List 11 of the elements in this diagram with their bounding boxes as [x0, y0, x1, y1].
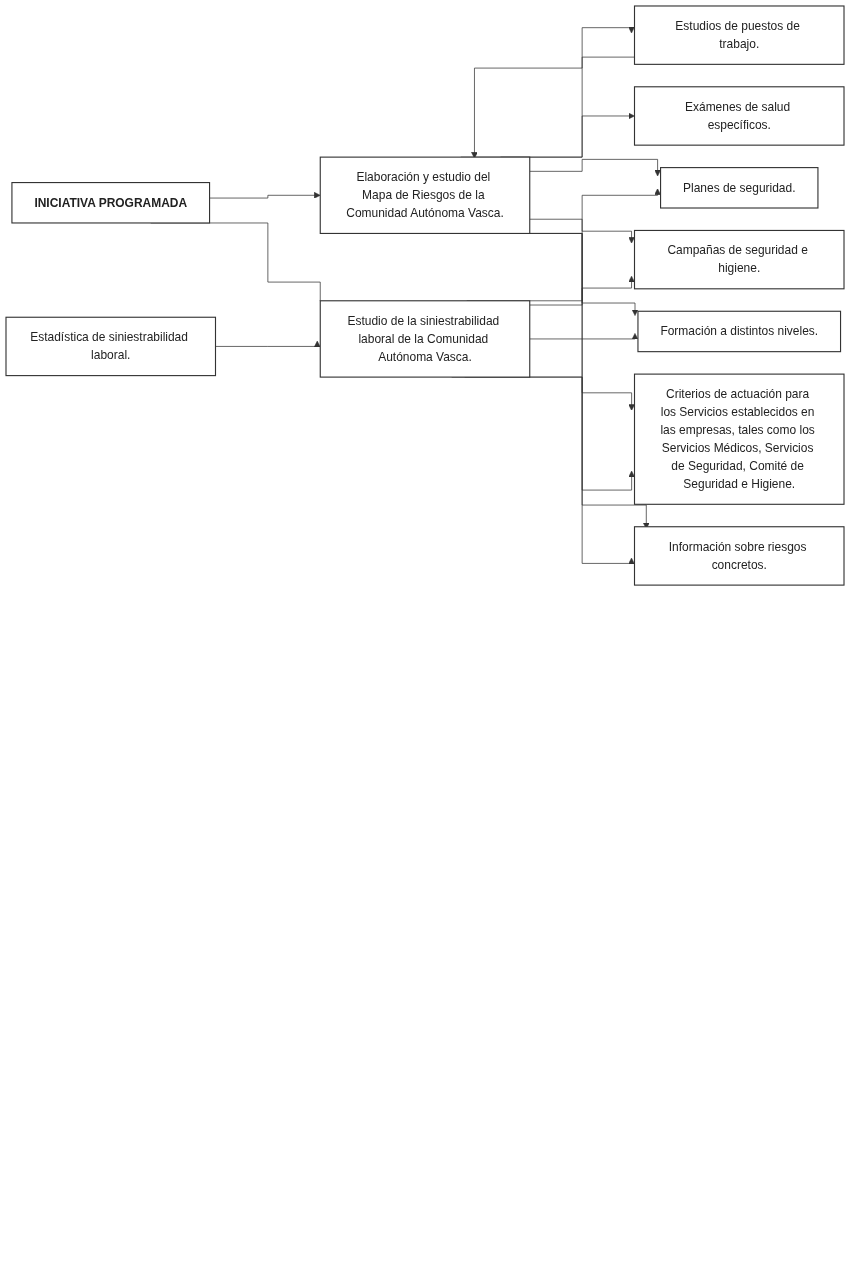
node-box: Estudios de puestos de trabajo. — [633, 5, 845, 65]
node-box: Estadística de siniestrabilidad laboral. — [5, 316, 217, 377]
node-box: Exámenes de salud específicos. — [633, 86, 845, 146]
node-box: Formación a distintos niveles. — [637, 310, 842, 353]
node-box: Planes de seguridad. — [660, 167, 819, 209]
node-box: Criterios de actuación para los Servicios establecidos en las empresas, tales como los Servicios Médicos, Servicios de Seguridad, Comité de Seguridad e Higiene. — [633, 373, 845, 505]
node-box: Información sobre riesgos concretos. — [633, 526, 845, 586]
node-box: INICIATIVA PROGRAMADA — [11, 182, 211, 224]
node-box: Estudio de la siniestrabilidad laboral de la Comunidad Autónoma Vasca. — [319, 300, 531, 378]
node-box: Campañas de seguridad e higiene. — [633, 229, 845, 290]
node-box: Elaboración y estudio del Mapa de Riesgos de la Comunidad Autónoma Vasca. — [319, 156, 531, 234]
